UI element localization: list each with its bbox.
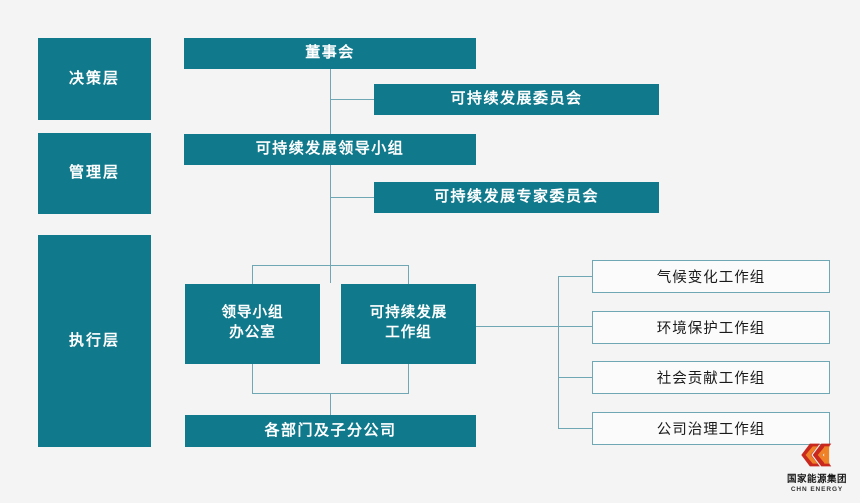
working-group-box-climate-change: 气候变化工作组 <box>592 260 830 293</box>
chn-energy-mark-icon <box>795 440 839 470</box>
working-group-label-social-contribution: 社会贡献工作组 <box>656 371 766 387</box>
logo-name-en: CHN ENERGY <box>790 486 844 493</box>
node-sustainability-working-group: 可持续发展 工作组 <box>341 284 476 364</box>
connector-working-group-down <box>408 364 409 393</box>
node-sustainability-leading-group: 可持续发展领导小组 <box>184 134 476 165</box>
node-sustainability-expert-committee: 可持续发展专家委员会 <box>374 182 659 213</box>
node-leading-group-office: 领导小组 办公室 <box>185 284 320 364</box>
node-departments-and-subsidiaries: 各部门及子分公司 <box>185 415 476 447</box>
connector-leading-group-trunk <box>330 165 331 283</box>
logo-name-cn: 国家能源集团 <box>786 474 847 485</box>
node-board-of-directors: 董事会 <box>184 38 476 69</box>
connector-leading-group-to-expert <box>330 197 374 198</box>
working-group-box-corporate-governance: 公司治理工作组 <box>592 412 830 445</box>
working-group-box-social-contribution: 社会贡献工作组 <box>592 361 830 394</box>
working-group-label-climate-change: 气候变化工作组 <box>656 270 766 286</box>
node-leading-group-office-line1: 领导小组 <box>221 305 284 322</box>
connector-board-to-committee <box>330 99 374 100</box>
layer-label-decision: 决策层 <box>68 69 120 87</box>
layer-block-execution: 执行层 <box>38 235 151 447</box>
node-leading-group-office-line2: 办公室 <box>229 325 276 341</box>
connector-branch-governance <box>558 428 592 429</box>
layer-label-management: 管理层 <box>68 164 120 182</box>
company-logo: 国家能源集团 CHN ENERGY <box>778 440 856 498</box>
node-leading-group-label: 可持续发展领导小组 <box>255 140 405 158</box>
working-group-box-environmental-protection: 环境保护工作组 <box>592 311 830 344</box>
node-board-label: 董事会 <box>305 44 355 62</box>
connector-drop-to-working-group <box>408 265 409 284</box>
connector-right-trunk <box>558 276 559 428</box>
connector-working-group-to-right-trunk <box>476 326 558 327</box>
layer-block-management: 管理层 <box>38 133 151 214</box>
connector-office-down <box>252 364 253 393</box>
connector-board-trunk <box>330 68 331 136</box>
working-group-label-corporate-governance: 公司治理工作组 <box>656 422 766 438</box>
node-expert-committee-label: 可持续发展专家委员会 <box>433 188 599 206</box>
node-departments-label: 各部门及子分公司 <box>264 421 397 439</box>
connector-branch-climate <box>558 276 592 277</box>
connector-drop-to-office <box>252 265 253 284</box>
layer-block-decision: 决策层 <box>38 38 151 120</box>
node-sustainability-working-group-line1: 可持续发展 <box>369 305 448 322</box>
node-sustainability-working-group-line2: 工作组 <box>385 325 432 341</box>
connector-branch-environment <box>558 326 592 327</box>
layer-label-execution: 执行层 <box>68 331 120 349</box>
connector-to-departments <box>330 393 331 415</box>
node-sustainability-committee: 可持续发展委员会 <box>374 84 659 115</box>
working-group-label-environmental-protection: 环境保护工作组 <box>656 321 766 337</box>
node-sustainability-committee-label: 可持续发展委员会 <box>450 90 583 108</box>
connector-branch-social <box>558 377 592 378</box>
connector-split-bar <box>252 265 409 266</box>
